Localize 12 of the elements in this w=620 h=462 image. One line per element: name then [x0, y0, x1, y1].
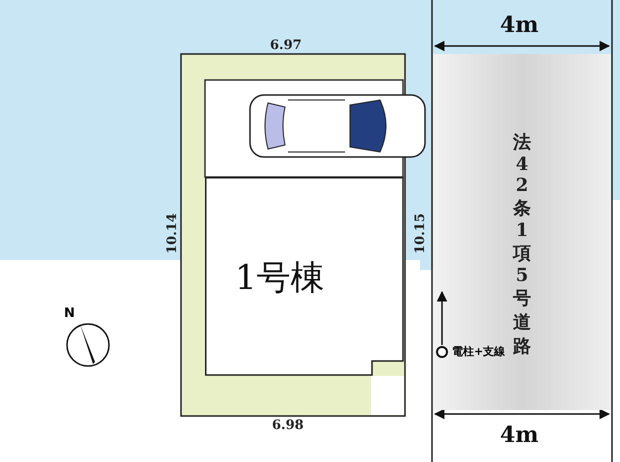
- road-label: 法42条1項5号道路: [512, 131, 532, 358]
- dimension-label: 4m: [500, 422, 539, 448]
- dimension-label: 6.98: [272, 418, 304, 433]
- north-label: N: [64, 306, 75, 321]
- dimension-label: 4m: [500, 12, 539, 38]
- dimension-label: 10.14: [164, 213, 180, 254]
- dimension-label: 10.15: [412, 213, 428, 254]
- building-outline: [205, 177, 404, 376]
- road-area: [433, 54, 611, 410]
- building-label: 1号棟: [235, 257, 325, 300]
- utility-pole-label: 電柱+支線: [452, 344, 506, 359]
- dimension-label: 6.97: [270, 38, 302, 53]
